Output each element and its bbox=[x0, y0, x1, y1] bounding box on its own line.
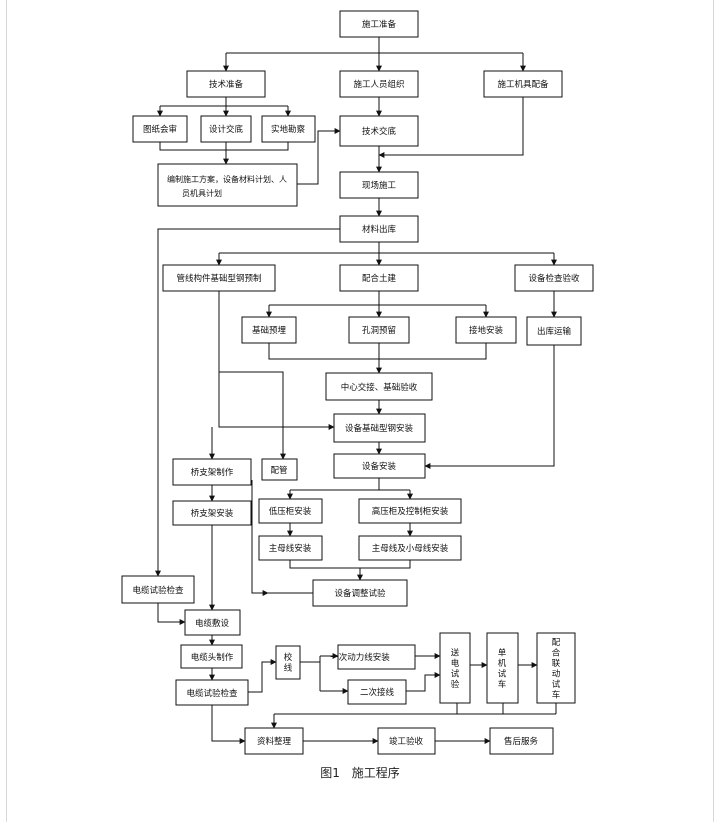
box-lv-panel bbox=[258, 498, 323, 524]
label-conduit-prefab: 管线构件基础型钢预制 bbox=[176, 273, 261, 284]
label-secondary-wiring: 二次接线 bbox=[360, 687, 395, 698]
label-check-wiring: 校线 bbox=[284, 652, 293, 674]
label-after-sales: 售后服务 bbox=[504, 736, 539, 747]
box-centerline bbox=[325, 372, 433, 401]
box-main-small-bus bbox=[358, 535, 462, 561]
label-site-survey: 实地勘察 bbox=[271, 124, 306, 135]
box-design-brief bbox=[200, 115, 252, 143]
box-cable-test1 bbox=[121, 575, 195, 604]
box-power-on-test bbox=[439, 632, 471, 704]
label-civil-coop: 配合土建 bbox=[362, 273, 397, 284]
box-tech-prep bbox=[186, 70, 266, 98]
vertical-labels: 校线 送电试验 单机试车 配合联动试车 bbox=[284, 638, 561, 701]
box-equipment-ready bbox=[483, 70, 563, 98]
box-equip-install bbox=[333, 453, 426, 479]
label-material-out: 材料出库 bbox=[362, 224, 397, 235]
box-personnel bbox=[339, 70, 419, 98]
box-check-wiring bbox=[275, 645, 301, 680]
label-completion: 竣工验收 bbox=[389, 736, 424, 747]
figure-title: 施工程序 bbox=[351, 766, 400, 780]
label-bracket-make: 桥支架制作 bbox=[191, 467, 234, 478]
box-drawing-review bbox=[132, 115, 188, 143]
box-after-sales bbox=[489, 727, 554, 755]
box-plan bbox=[157, 163, 298, 207]
label-steel-install: 设备基础型钢安装 bbox=[345, 423, 414, 434]
box-cable-test2 bbox=[175, 679, 249, 706]
box-hole-reserve bbox=[348, 316, 410, 344]
label-lv-panel: 低压柜安装 bbox=[269, 506, 312, 517]
label-data-org: 资料整理 bbox=[257, 736, 292, 747]
label-bracket-install: 桥支架安装 bbox=[191, 508, 234, 519]
label-cable-lay: 电缆敷设 bbox=[195, 618, 230, 629]
box-secondary-wiring bbox=[347, 679, 407, 705]
label-site-construction: 现场施工 bbox=[362, 180, 397, 191]
box-main-bus bbox=[258, 535, 323, 561]
box-data-org bbox=[244, 727, 304, 755]
box-grounding bbox=[455, 316, 517, 344]
box-material-out bbox=[339, 215, 419, 243]
box-start bbox=[339, 10, 419, 38]
label-single-test: 单机试车 bbox=[498, 647, 507, 690]
label-equip-install: 设备安装 bbox=[362, 461, 397, 472]
label-hole-reserve: 孔洞预留 bbox=[362, 325, 396, 336]
label-power-on-test: 送电试验 bbox=[451, 647, 460, 690]
label-grounding: 接地安装 bbox=[469, 325, 504, 336]
label-cable-test2: 电缆试验检查 bbox=[186, 688, 238, 699]
figure-caption: 图1 施工程序 bbox=[0, 764, 720, 781]
label-main-small-bus: 主母线及小母线安装 bbox=[372, 543, 449, 554]
label-cable-head: 电缆头制作 bbox=[191, 652, 234, 663]
box-out-transport bbox=[526, 316, 582, 346]
box-equip-debug bbox=[312, 579, 408, 607]
label-personnel: 施工人员组织 bbox=[353, 79, 404, 90]
box-bracket-make bbox=[172, 458, 252, 486]
label-centerline: 中心交接、基础验收 bbox=[341, 382, 418, 393]
label-primary-wiring: 一次动力线安装 bbox=[330, 652, 390, 663]
label-tech-brief: 技术交底 bbox=[362, 126, 397, 137]
box-cable-head bbox=[180, 644, 243, 669]
label-plan-line2: 员机具计划 bbox=[182, 188, 222, 198]
box-equip-inspect bbox=[514, 264, 594, 292]
label-plan-line1: 编制施工方案，设备材料计划、人 bbox=[167, 174, 287, 184]
label-out-transport: 出库运输 bbox=[537, 326, 572, 337]
label-start: 施工准备 bbox=[362, 19, 397, 30]
page-edge-line bbox=[713, 0, 714, 822]
box-completion bbox=[377, 727, 436, 755]
box-primary-wiring bbox=[337, 644, 416, 670]
label-main-bus: 主母线安装 bbox=[269, 543, 312, 554]
box-bracket-install bbox=[172, 500, 252, 526]
box-civil-coop bbox=[339, 264, 419, 292]
box-joint-test bbox=[536, 632, 576, 704]
box-steel-install bbox=[333, 413, 426, 443]
label-foundation-embed: 基础预埋 bbox=[252, 325, 287, 336]
connectors bbox=[155, 37, 557, 744]
box-cable-lay bbox=[184, 609, 241, 636]
box-piping bbox=[261, 458, 298, 481]
label-drawing-review: 图纸会审 bbox=[143, 124, 177, 135]
box-single-test bbox=[486, 632, 519, 704]
label-hv-panel: 高压柜及控制柜安装 bbox=[372, 506, 449, 517]
label-equipment-ready: 施工机具配备 bbox=[497, 79, 549, 90]
box-foundation-embed bbox=[241, 316, 297, 344]
label-piping: 配管 bbox=[270, 465, 287, 476]
label-equip-debug: 设备调整试验 bbox=[334, 588, 386, 599]
label-tech-prep: 技术准备 bbox=[209, 79, 244, 90]
box-tech-brief bbox=[339, 115, 419, 147]
label-design-brief: 设计交底 bbox=[209, 124, 244, 135]
box-site-construction bbox=[339, 171, 419, 199]
box-conduit-prefab bbox=[162, 264, 276, 292]
label-joint-test: 配合联动试车 bbox=[552, 638, 561, 701]
label-equip-inspect: 设备检查验收 bbox=[528, 273, 580, 284]
label-cable-test1: 电缆试验检查 bbox=[132, 585, 184, 596]
box-hv-panel bbox=[358, 498, 462, 524]
labels: 施工准备 技术准备 施工人员组织 施工机具配备 图纸会审 设计交底 实地勘察 编… bbox=[132, 19, 580, 747]
box-site-survey bbox=[261, 115, 316, 143]
page-edge-line bbox=[6, 0, 7, 822]
figure-number: 图1 bbox=[320, 766, 340, 780]
